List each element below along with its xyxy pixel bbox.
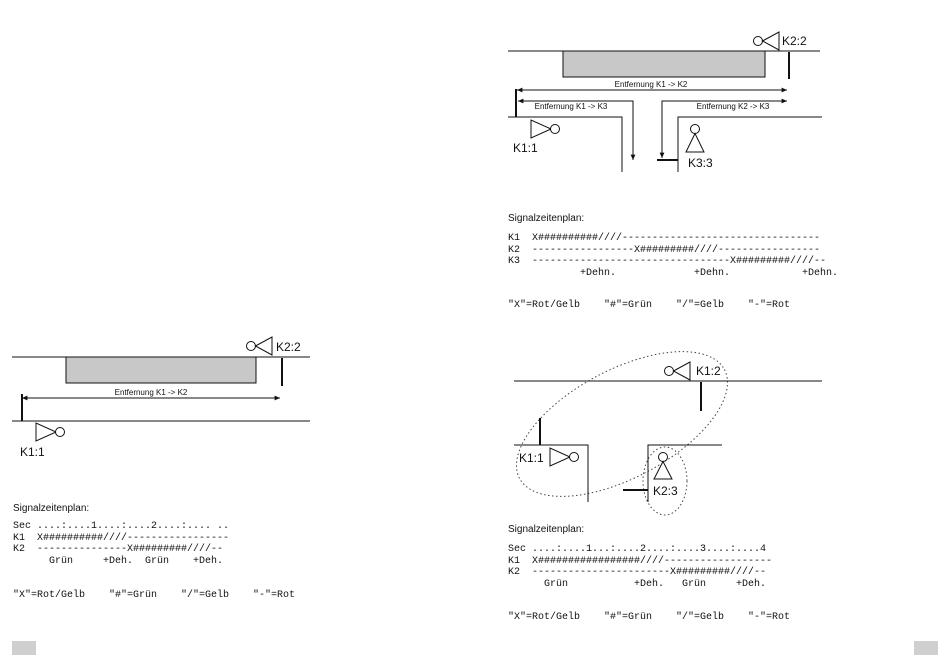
road-edge-bottom-right — [677, 116, 822, 172]
signal-k2-3-icon — [653, 452, 673, 480]
plan-lines-right-top: K1 X##########////----------------------… — [508, 233, 838, 279]
diagram-three-signals: K2:2 Entfernung K1 -> K2 Entfernung K1 -… — [508, 31, 822, 172]
plan-legend-right-top: "X"=Rot/Gelb "#"=Grün "/"=Gelb "-"=Rot — [508, 300, 791, 311]
group-ellipse-k2 — [642, 446, 688, 516]
tram-block — [562, 50, 766, 78]
diagram-grouped-signals: K1:2 K1:1 K2:3 — [514, 351, 822, 516]
plan-title-right-bottom: Signalzeitenplan: — [508, 524, 585, 535]
plan-title-left: Signalzeitenplan: — [13, 503, 90, 514]
signal-label-k2-2: K2:2 — [276, 340, 301, 354]
plan-line: K2 ---------------X#########////-- — [13, 544, 224, 555]
signal-k1-2-icon — [664, 361, 691, 381]
road-edge-bottom-left — [508, 116, 623, 172]
plan-line: K3 ---------------------------------X###… — [508, 256, 827, 267]
signal-label-k2-2: K2:2 — [782, 34, 807, 48]
page-marker-right — [914, 641, 938, 655]
signal-label-k1-2: K1:2 — [696, 364, 721, 378]
signal-k2-icon — [753, 31, 780, 51]
signal-k2-icon — [246, 336, 273, 356]
plan-line: K2 -----------------X#########////------… — [508, 244, 821, 256]
signal-label-k1-1: K1:1 — [20, 445, 45, 459]
plan-line: +Dehn. +Dehn. +Dehn. — [508, 267, 839, 279]
distance-label-k2-k3: Entfernung K2 -> K3 — [697, 102, 770, 111]
signal-label-k1-1: K1:1 — [519, 451, 544, 465]
plan-title-right-top: Signalzeitenplan: — [508, 213, 585, 224]
signal-k1-1-icon — [549, 447, 579, 467]
signal-k3-icon — [685, 124, 705, 153]
distance-label-k1-k2: Entfernung K1 -> K2 — [615, 80, 688, 89]
signal-k1-icon — [530, 119, 560, 139]
signal-k1-icon — [35, 422, 65, 442]
plan-legend-right-bottom: "X"=Rot/Gelb "#"=Grün "/"=Gelb "-"=Rot — [508, 612, 791, 623]
plan-line: K1 X##########////----------------- — [13, 532, 230, 544]
plan-line: Grün +Deh. Grün +Deh. — [13, 555, 224, 567]
plan-line: K1 X##########////----------------------… — [508, 233, 821, 244]
signal-label-k2-3: K2:3 — [653, 484, 678, 498]
group-ellipse-k1 — [515, 351, 729, 497]
road-edge-bottom-right — [647, 444, 722, 502]
plan-line: K2 -----------------------X#########////… — [508, 567, 767, 578]
signal-label-k1-1: K1:1 — [513, 141, 538, 155]
distance-label-k1-k2: Entfernung K1 -> K2 — [115, 388, 188, 397]
page-marker-left — [12, 641, 36, 655]
plan-line: Sec ....:....1....:....2....:.... .. — [13, 521, 230, 532]
signal-label-k3-3: K3:3 — [688, 156, 713, 170]
distance-label-k1-k3: Entfernung K1 -> K3 — [535, 102, 608, 111]
plan-line: K1 X#################////---------------… — [508, 555, 773, 567]
diagram-two-signals: Entfernung K1 -> K2 K2:2 K1:1 — [12, 336, 310, 459]
road-edge-bottom-left — [514, 444, 589, 502]
distance-arrow-k1-k3 — [518, 98, 636, 160]
plan-line: Sec ....:....1...:....2....:....3....:..… — [508, 544, 767, 555]
plan-legend-left: "X"=Rot/Gelb "#"=Grün "/"=Gelb "-"=Rot — [13, 590, 296, 601]
distance-arrow-k2-k3 — [659, 98, 787, 158]
plan-lines-left: Sec ....:....1....:....2....:.... .. K1 … — [13, 521, 229, 567]
plan-lines-right-bottom: Sec ....:....1...:....2....:....3....:..… — [508, 544, 772, 590]
tram-block — [65, 356, 257, 384]
plan-line: Grün +Deh. Grün +Deh. — [508, 578, 767, 590]
